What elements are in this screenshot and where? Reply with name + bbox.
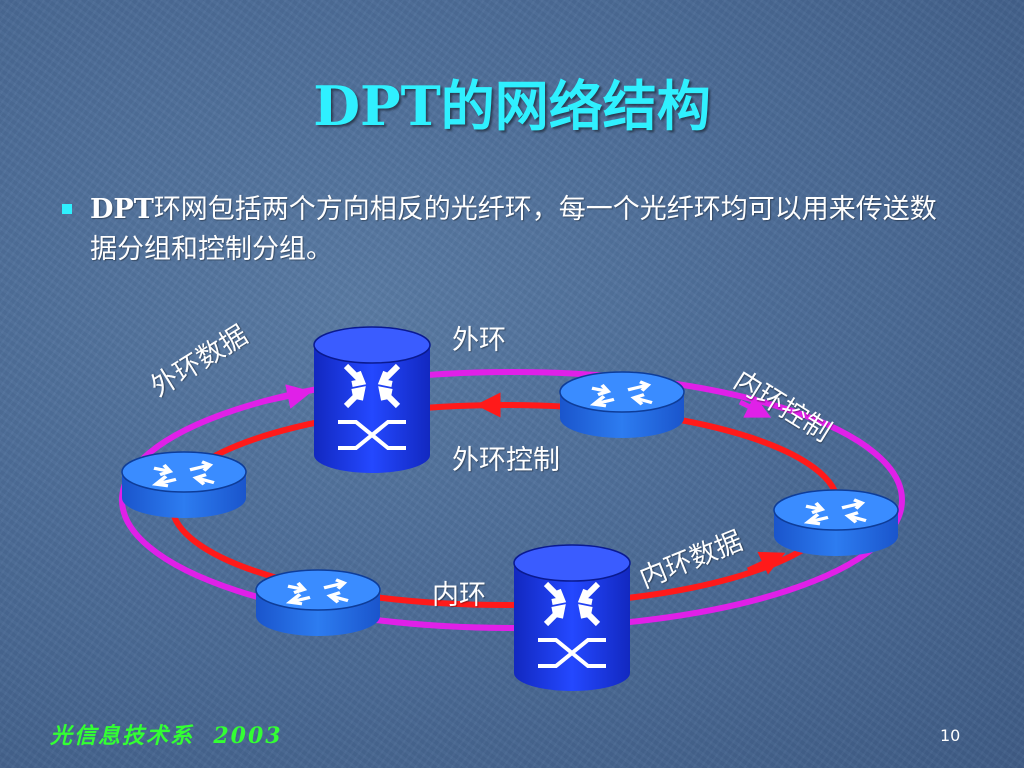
slide-title: DPT的网络结构 (313, 74, 711, 138)
label-outer-ring: 外环 (452, 325, 506, 356)
inner-control-arrow-icon (738, 395, 772, 418)
router-bottom-left-icon (255, 569, 381, 636)
bullet-marker-icon (62, 204, 72, 214)
label-outer-control: 外环控制 (452, 445, 560, 476)
bullet-text-body: 环网包括两个方向相反的光纤环，每一个光纤环均可以用来传送数据分组和控制分组。 (90, 194, 937, 265)
outer-ring (119, 369, 905, 631)
switch-bottom-icon (513, 544, 631, 691)
router-top-right-icon (559, 371, 685, 438)
outer-data-arrow-icon (261, 384, 313, 409)
page-number: 10 (940, 726, 961, 745)
bullet-text-bold: DPT (90, 194, 154, 225)
inner-ring (169, 402, 841, 608)
footer-department-name: 光信息技术系 (50, 723, 195, 749)
footer-year: 2003 (213, 723, 283, 749)
switch-top-icon (313, 326, 431, 473)
bullet-text: DPT环网包括两个方向相反的光纤环，每一个光纤环均可以用来传送数据分组和控制分组… (90, 190, 962, 270)
footer-department: 光信息技术系 2003 (50, 718, 283, 750)
router-right-icon (773, 489, 899, 556)
label-inner-ring: 内环 (432, 580, 486, 611)
router-left-icon (121, 451, 247, 518)
inner-data-arrow-icon (746, 551, 786, 575)
bullet-item: DPT环网包括两个方向相反的光纤环，每一个光纤环均可以用来传送数据分组和控制分组… (62, 190, 962, 270)
